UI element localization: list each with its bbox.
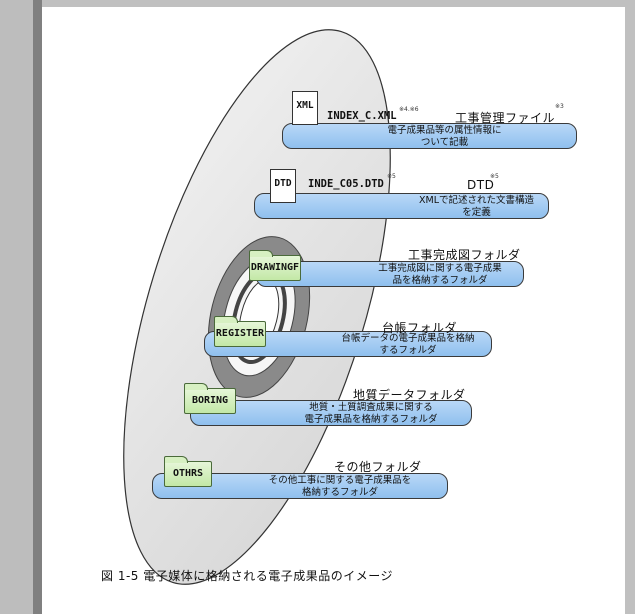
xml-filename-note: ※4.※6 xyxy=(399,106,419,113)
boring-desc-line1: 地質・土質調査成果に関する xyxy=(309,402,433,413)
boring-callout: 地質・土質調査成果に関する 電子成果品を格納するフォルダ xyxy=(190,400,472,426)
xml-desc-line1: 電子成果品等の属性情報に xyxy=(387,125,502,136)
xml-file-icon: XML xyxy=(292,91,318,125)
dtd-title: DTD xyxy=(467,178,495,192)
drawingf-title: 工事完成図フォルダ xyxy=(408,248,521,262)
xml-title-note: ※3 xyxy=(555,103,564,110)
dtd-filename: INDE_C05.DTD xyxy=(308,178,384,190)
xml-callout: 電子成果品等の属性情報に ついて記載 xyxy=(282,123,577,149)
othrs-desc-line1: その他工事に関する電子成果品を xyxy=(268,475,412,486)
dtd-file-icon: DTD xyxy=(270,169,296,203)
drawingf-folder-icon: DRAWINGF xyxy=(249,250,301,281)
othrs-title: その他フォルダ xyxy=(334,460,422,474)
othrs-folder-icon: OTHRS xyxy=(164,456,212,487)
xml-filename: INDEX_C.XML xyxy=(327,110,397,122)
boring-title: 地質データフォルダ xyxy=(353,388,466,402)
register-desc-line2: するフォルダ xyxy=(379,345,437,356)
figure-caption: 図 1-5 電子媒体に格納される電子成果品のイメージ xyxy=(101,569,393,583)
xml-desc-line2: ついて記載 xyxy=(420,137,469,148)
register-desc-line1: 台帳データの電子成果品を格納 xyxy=(341,333,475,344)
boring-folder-icon: BORING xyxy=(184,383,236,414)
register-folder-icon: REGISTER xyxy=(214,316,266,347)
dtd-desc-line2: を定義 xyxy=(462,207,491,218)
dtd-callout: XMLで記述された文書構造 を定義 xyxy=(254,193,549,219)
drawingf-desc-line1: 工事完成図に関する電子成果 xyxy=(378,263,502,274)
disc-contents-figure: 電子成果品等の属性情報に ついて記載 XML INDEX_C.XML ※4.※6… xyxy=(42,7,625,614)
disc-illustration xyxy=(123,29,391,585)
xml-title: 工事管理ファイル xyxy=(455,111,556,125)
left-margin-shadow xyxy=(33,0,42,614)
xml-icon-label: XML xyxy=(296,100,314,111)
left-margin-bar xyxy=(0,0,33,614)
othrs-desc-line2: 格納するフォルダ xyxy=(301,487,378,498)
frame-top-border xyxy=(0,0,635,7)
right-margin-bar xyxy=(625,0,635,614)
register-title: 台帳フォルダ xyxy=(382,321,458,335)
dtd-title-note: ※5 xyxy=(490,173,499,180)
drawingf-desc-line2: 品を格納するフォルダ xyxy=(392,275,488,286)
dtd-icon-label: DTD xyxy=(274,178,292,189)
dtd-filename-note: ※5 xyxy=(387,173,396,180)
dtd-desc-line1: XMLで記述された文書構造 xyxy=(419,195,534,206)
boring-desc-line2: 電子成果品を格納するフォルダ xyxy=(304,414,438,425)
